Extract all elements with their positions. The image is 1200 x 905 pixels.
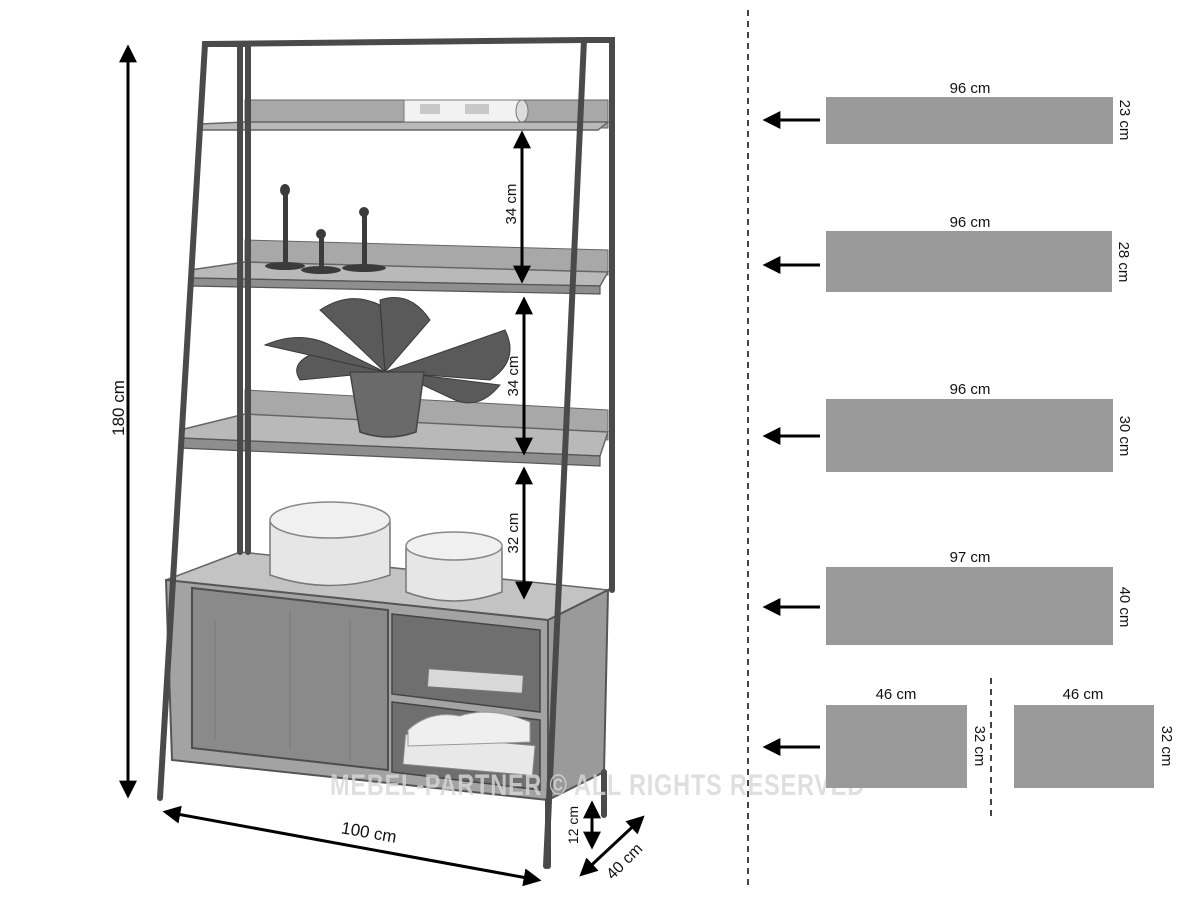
panel-1-height: 23 cm bbox=[1116, 100, 1133, 141]
watermark-text: MEBEL-PARTNER © ALL RIGHTS RESERVED bbox=[330, 769, 865, 802]
panel-4-width: 97 cm bbox=[950, 549, 991, 566]
drawer-panel-right bbox=[1014, 705, 1154, 788]
panel-3: 96 cm 30 cm bbox=[762, 381, 1133, 472]
panel-1-width: 96 cm bbox=[950, 80, 991, 97]
drawer-panels: 46 cm 32 cm 46 cm 32 cm bbox=[762, 678, 1175, 818]
leg-clearance-dimension: 12 cm bbox=[565, 800, 601, 850]
panel-4-height: 40 cm bbox=[1116, 587, 1133, 628]
panel-2-height: 28 cm bbox=[1115, 242, 1132, 283]
gap-top-dimension: 34 cm bbox=[503, 130, 531, 284]
width-dimension: 100 cm bbox=[162, 805, 542, 887]
panel-2: 96 cm 28 cm bbox=[762, 214, 1132, 292]
drawer-panel-right-height: 32 cm bbox=[1158, 726, 1175, 767]
panel-1-rect bbox=[826, 97, 1113, 144]
width-label: 100 cm bbox=[340, 818, 398, 846]
leg-clearance-label: 12 cm bbox=[565, 806, 581, 844]
gap-middle-label: 34 cm bbox=[505, 356, 522, 397]
drawer-panel-left-width: 46 cm bbox=[876, 686, 917, 703]
magazines-decor bbox=[403, 99, 529, 123]
height-dimension: 180 cm bbox=[109, 44, 137, 799]
potted-plant-decor bbox=[263, 297, 511, 438]
round-boxes-decor bbox=[269, 501, 503, 602]
height-label: 180 cm bbox=[109, 380, 128, 436]
bookshelf-illustration: MEBEL-PARTNER © ALL RIGHTS RESERVED bbox=[157, 37, 865, 869]
panel-1: 96 cm 23 cm bbox=[762, 80, 1133, 144]
drawer-panel-left bbox=[826, 705, 967, 788]
panel-2-rect bbox=[826, 231, 1112, 292]
panel-4-rect bbox=[826, 567, 1113, 645]
gap-bottom-label: 32 cm bbox=[505, 513, 522, 554]
panel-3-rect bbox=[826, 399, 1113, 472]
open-cubby-upper bbox=[391, 613, 541, 713]
panel-3-height: 30 cm bbox=[1116, 416, 1133, 457]
drawer-panel-left-height: 32 cm bbox=[971, 726, 988, 767]
panel-2-width: 96 cm bbox=[950, 214, 991, 231]
drawer-panel-right-width: 46 cm bbox=[1063, 686, 1104, 703]
panel-4: 97 cm 40 cm bbox=[762, 549, 1133, 645]
candle-holders-decor bbox=[265, 184, 386, 274]
panel-3-width: 96 cm bbox=[950, 381, 991, 398]
gap-top-label: 34 cm bbox=[503, 184, 520, 225]
gap-middle-dimension: 34 cm bbox=[505, 296, 533, 456]
gap-bottom-dimension: 32 cm bbox=[505, 466, 533, 600]
